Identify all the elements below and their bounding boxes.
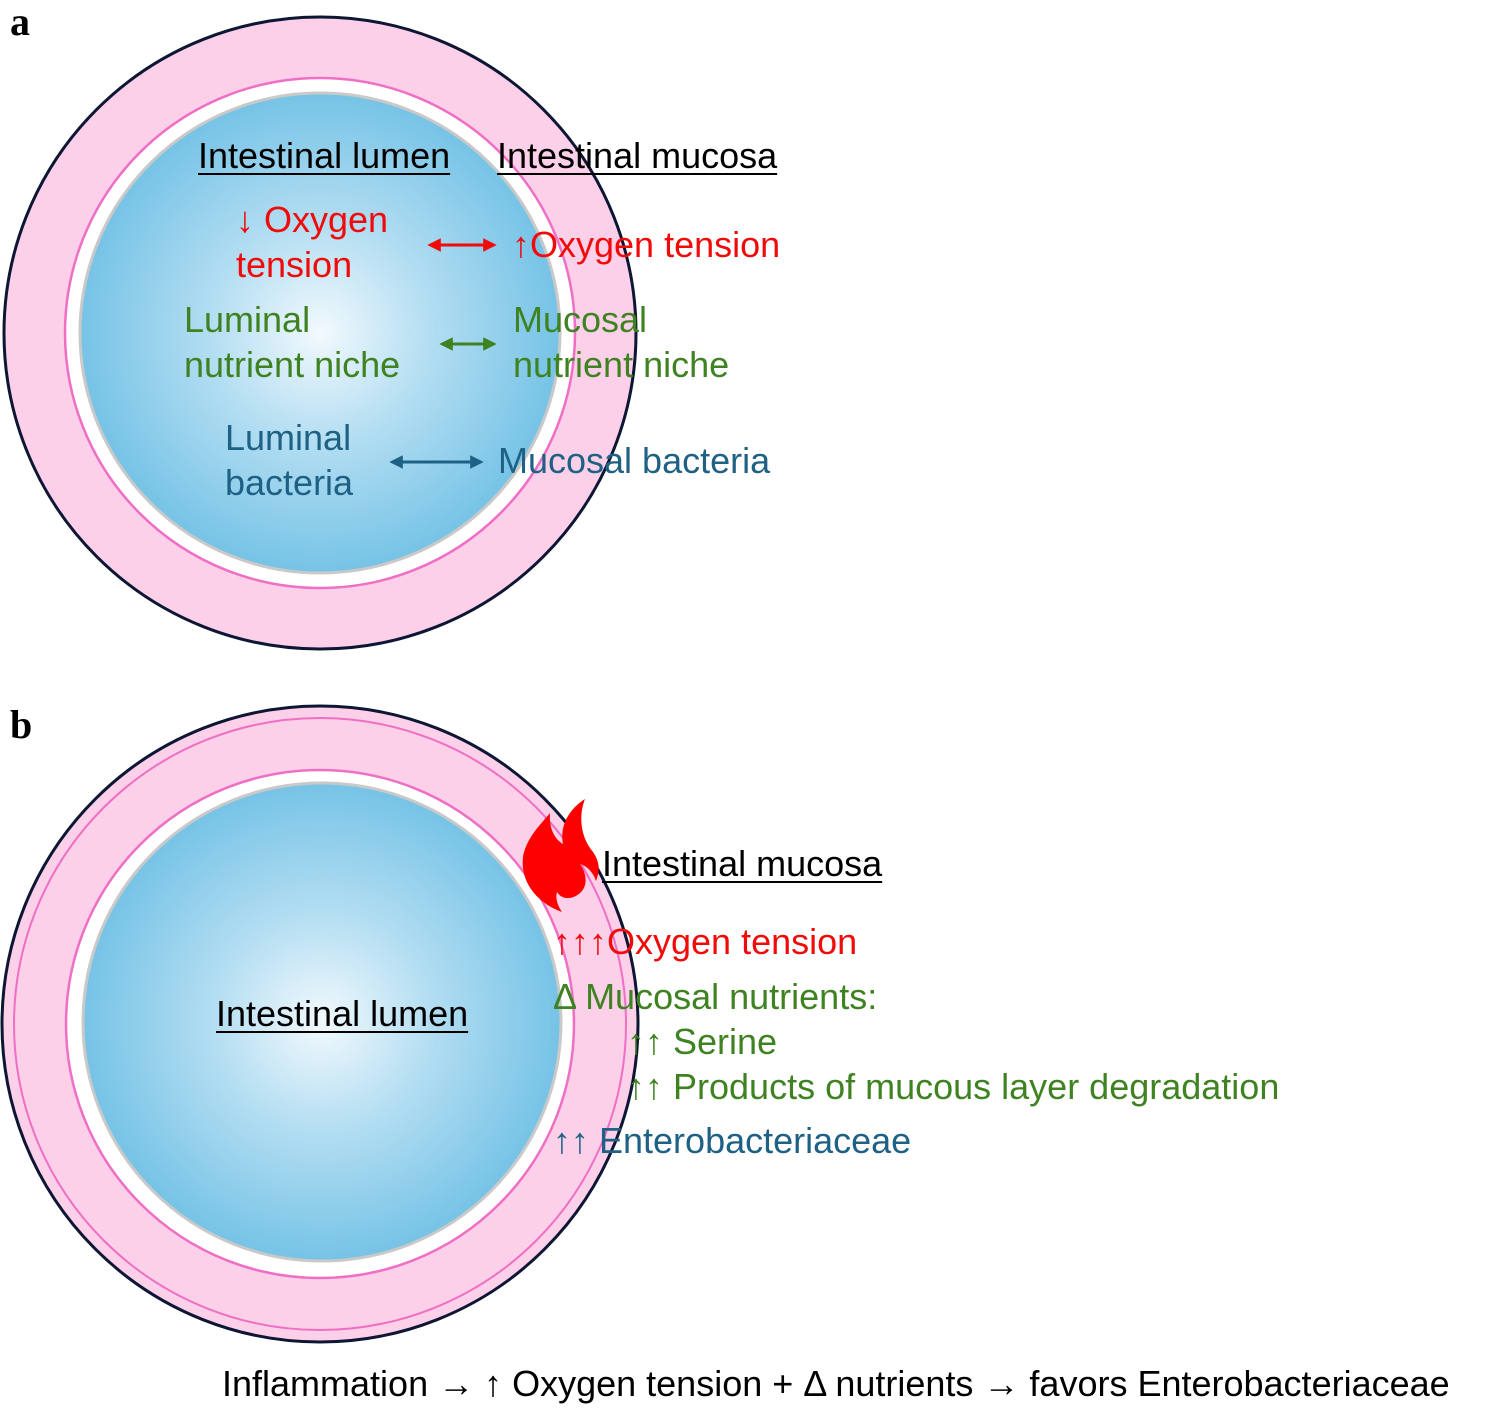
panel-a-lumen-bacteria-line2: bacteria bbox=[225, 462, 354, 503]
panel-b-intestine bbox=[0, 704, 640, 1344]
panel-a-label: a bbox=[10, 0, 30, 44]
panel-a-mucosa-bacteria: Mucosal bacteria bbox=[498, 440, 771, 481]
panel-b-bacteria: ↑↑ Enterobacteriaceae bbox=[553, 1120, 912, 1161]
panel-a-mucosa-nutrient-line1: Mucosal bbox=[513, 299, 648, 340]
panel-a-lumen bbox=[78, 91, 562, 575]
panel-b-mucosa-outer-line bbox=[13, 717, 627, 1331]
panel-b-nutrients-heading: Δ Mucosal nutrients: bbox=[553, 976, 878, 1017]
panel-b-nutrient-serine: ↑↑ Serine bbox=[627, 1021, 778, 1062]
panel-a-lumen-nutrient-line2: nutrient niche bbox=[184, 344, 401, 385]
panel-b-oxygen: ↑↑↑Oxygen tension bbox=[553, 921, 858, 962]
panel-b-lumen bbox=[81, 781, 563, 1263]
panel-a-mucosa-title: Intestinal mucosa bbox=[497, 135, 778, 176]
footer-summary: Inflammation → ↑ Oxygen tension + Δ nutr… bbox=[222, 1363, 1450, 1404]
panel-b-nutrient-mucous-degradation: ↑↑ Products of mucous layer degradation bbox=[627, 1066, 1280, 1107]
panel-a-mucosa-oxygen: ↑Oxygen tension bbox=[512, 224, 781, 265]
panel-b-mucosa-title: Intestinal mucosa bbox=[602, 843, 883, 884]
panel-a-lumen-nutrient-line1: Luminal bbox=[184, 299, 311, 340]
flame-icon bbox=[522, 799, 599, 912]
panel-a-lumen-oxygen-line1: ↓ Oxygen bbox=[236, 199, 389, 240]
panel-a-lumen-title: Intestinal lumen bbox=[198, 135, 451, 176]
panel-a-lumen-oxygen-line2: tension bbox=[236, 244, 353, 285]
panel-a-mucosa-nutrient-line2: nutrient niche bbox=[513, 344, 730, 385]
panel-a-lumen-bacteria-line1: Luminal bbox=[225, 417, 352, 458]
panel-b-label: b bbox=[10, 702, 33, 747]
panel-b-lumen-title: Intestinal lumen bbox=[216, 993, 469, 1034]
